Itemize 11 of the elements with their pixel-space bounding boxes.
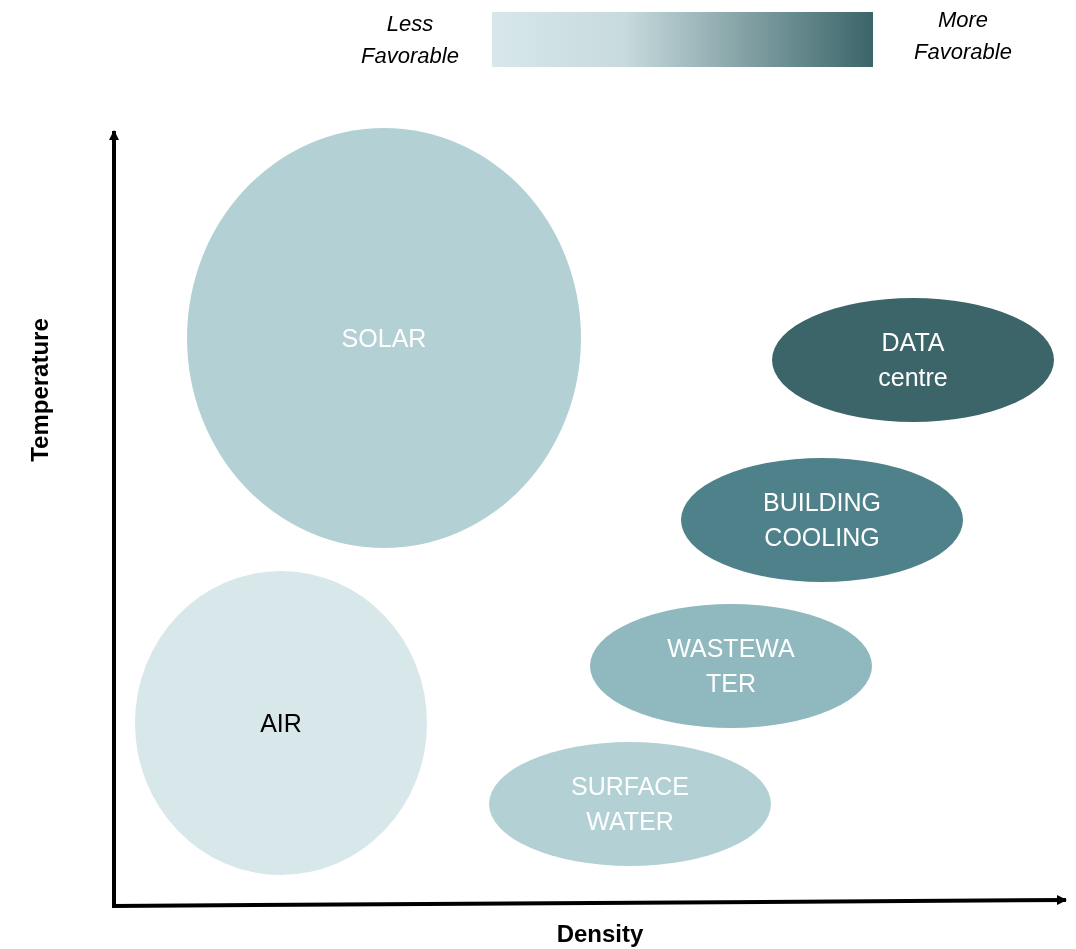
axis-title: Density [555,919,645,949]
bubble-label: SURFACE WATER [569,771,691,837]
bubble-label: SOLAR [341,322,427,354]
gradient-scale-bar [492,12,873,67]
axis-title: Temperature [25,317,54,464]
bubble-label: DATA centre [877,327,949,393]
bubble-label: AIR [260,707,302,739]
bubble-label: BUILDING COOLING [761,487,883,553]
legend-end-label: Less Favorable [360,10,460,70]
legend-end-label: More Favorable [913,6,1013,66]
bubble-label: WASTEWA TER [666,633,796,699]
